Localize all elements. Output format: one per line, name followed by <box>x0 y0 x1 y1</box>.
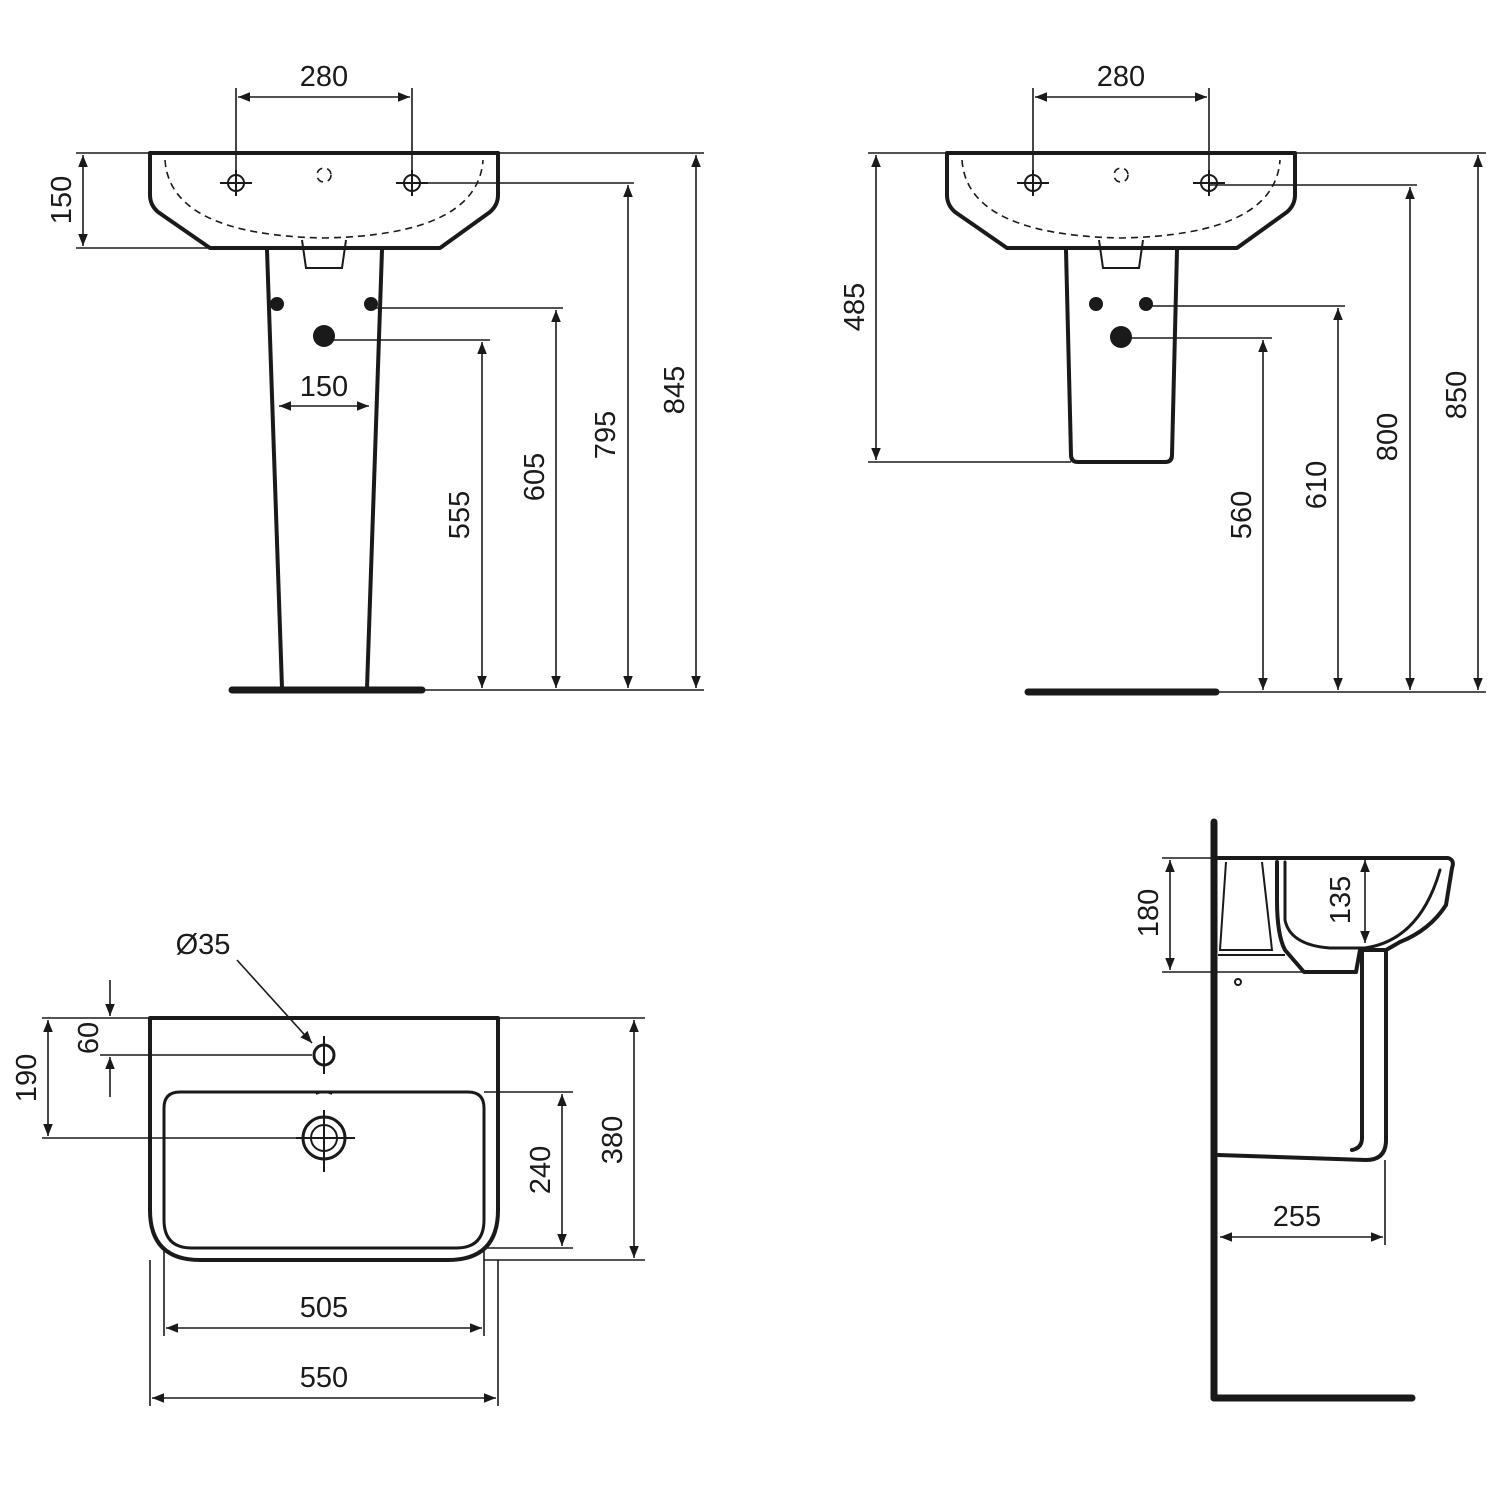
dim-supply-height: 605 <box>519 453 551 501</box>
side-view: 180 135 255 <box>1133 818 1455 1402</box>
overflow-hole <box>316 167 332 183</box>
supply-hole-left <box>1089 297 1103 311</box>
dim-semi-pedestal-height: 485 <box>839 283 871 331</box>
waste-hole <box>313 325 335 347</box>
overflow-hole <box>1113 167 1129 183</box>
top-view: Ø35 60 190 380 240 505 550 <box>11 929 645 1406</box>
waste-outlet <box>1098 239 1144 269</box>
basin-outline <box>148 1016 500 1262</box>
supply-hole-right <box>364 297 378 311</box>
dim-tap-spacing: 280 <box>300 61 348 93</box>
waste-outlet <box>296 1110 355 1172</box>
wall-bracket <box>1218 861 1274 951</box>
dim-tap-spacing: 280 <box>1097 61 1145 93</box>
dim-supply-height: 610 <box>1301 461 1333 509</box>
dim-tap-height: 795 <box>590 411 622 459</box>
dim-tap-hole-offset: 60 <box>73 1022 105 1054</box>
basin-outline <box>148 151 500 250</box>
dim-waste-height: 555 <box>444 491 476 539</box>
bowl-hidden-line <box>961 159 1281 239</box>
tap-hole <box>312 1036 336 1074</box>
dim-overall-depth: 380 <box>597 1116 629 1164</box>
basin-profile <box>1212 856 1455 974</box>
supply-hole-right <box>1139 297 1153 311</box>
dim-overall-height: 850 <box>1441 371 1473 419</box>
bowl-hidden-line <box>164 159 484 239</box>
pedestal-outline <box>265 248 384 690</box>
fixing-point <box>1234 978 1242 986</box>
pedestal-profile <box>1216 950 1388 1162</box>
waste-outlet <box>301 239 347 269</box>
front-pedestal-view: 280 150 150 555 605 795 845 <box>46 61 704 694</box>
supply-hole-left <box>270 297 284 311</box>
front-semi-pedestal-view: 280 485 560 610 800 850 <box>839 61 1486 696</box>
dim-tap-hole-diameter: Ø35 <box>176 929 231 961</box>
dim-waste-offset: 190 <box>11 1054 43 1102</box>
overflow-slot <box>315 1091 333 1095</box>
dim-basin-depth: 150 <box>46 176 78 224</box>
dim-bowl-depth: 240 <box>525 1146 557 1194</box>
dim-bowl-width: 505 <box>300 1292 348 1324</box>
dim-overall-width: 550 <box>300 1362 348 1394</box>
dim-tap-height: 800 <box>1372 413 1404 461</box>
semi-pedestal-outline <box>1064 248 1179 464</box>
dim-pedestal-projection: 255 <box>1273 1201 1321 1233</box>
dim-waste-height: 560 <box>1226 491 1258 539</box>
bowl-outline <box>162 1090 486 1250</box>
dim-bowl-depth: 135 <box>1325 876 1357 924</box>
dim-overall-height: 845 <box>659 366 691 414</box>
bowl-profile <box>1283 860 1442 950</box>
dim-basin-height: 180 <box>1133 889 1165 937</box>
basin-outline <box>945 151 1297 250</box>
dim-pipe-spacing: 150 <box>300 371 348 403</box>
waste-hole <box>1110 326 1132 348</box>
